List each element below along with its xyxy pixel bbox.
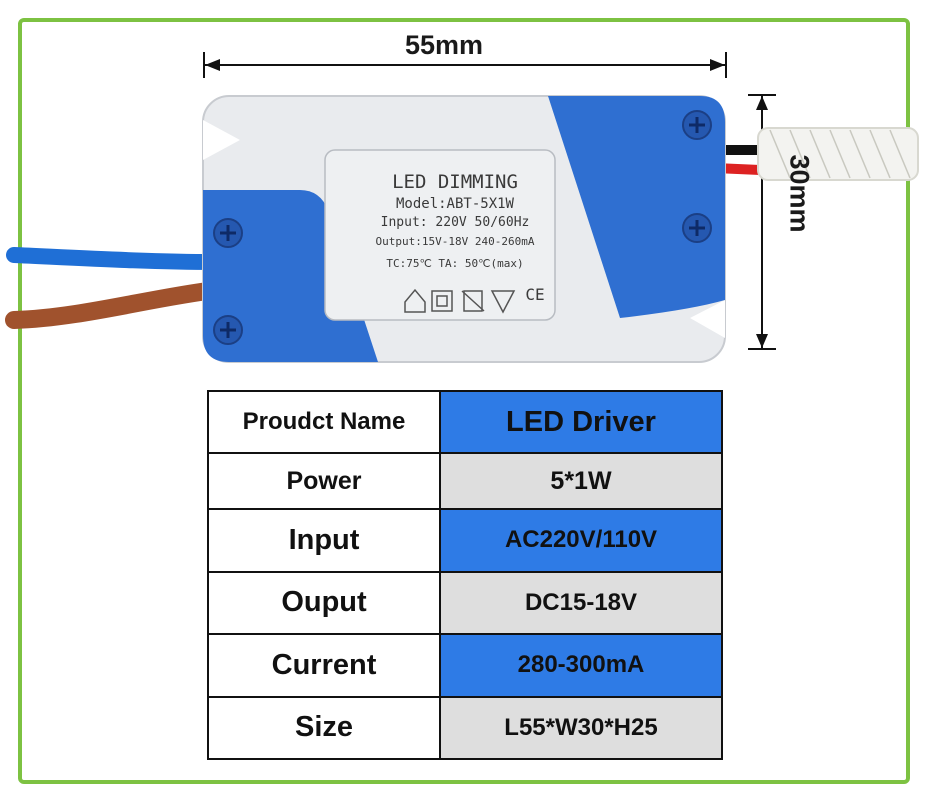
device-label-text: LED DIMMING Model:ABT-5X1W Input: 220V 5… bbox=[376, 171, 545, 304]
led-driver-photo: LED DIMMING Model:ABT-5X1W Input: 220V 5… bbox=[5, 52, 919, 363]
device-label-line4: Output:15V-18V 240-260mA bbox=[376, 235, 535, 248]
spec-value: LED Driver bbox=[439, 389, 723, 455]
table-row: Current 280-300mA bbox=[207, 633, 723, 698]
spec-value: 5*1W bbox=[439, 452, 723, 511]
device-label-line1: LED DIMMING bbox=[392, 171, 518, 193]
table-row: Power 5*1W bbox=[207, 452, 723, 511]
width-dimension-label: 55mm bbox=[405, 30, 484, 60]
spec-value: DC15-18V bbox=[439, 570, 723, 636]
spec-value: AC220V/110V bbox=[439, 508, 723, 573]
width-dimension-arrow bbox=[203, 52, 727, 78]
output-cable bbox=[714, 127, 919, 181]
device-label-line5: TC:75℃ TA: 50℃(max) bbox=[386, 257, 523, 270]
spec-label: Input bbox=[207, 508, 441, 573]
table-row: Proudct Name LED Driver bbox=[207, 389, 723, 455]
spec-value: 280-300mA bbox=[439, 633, 723, 698]
driver-casing bbox=[202, 95, 726, 363]
table-row: Ouput DC15-18V bbox=[207, 570, 723, 636]
table-row: Input AC220V/110V bbox=[207, 508, 723, 573]
spec-value: L55*W30*H25 bbox=[439, 695, 723, 761]
table-row: Size L55*W30*H25 bbox=[207, 695, 723, 761]
spec-table: Proudct Name LED Driver Power 5*1W Input… bbox=[207, 389, 723, 761]
spec-label: Power bbox=[207, 452, 441, 511]
spec-label: Size bbox=[207, 695, 441, 761]
certification-symbols bbox=[404, 288, 516, 314]
height-dimension-label: 30mm bbox=[784, 154, 815, 233]
input-wires bbox=[5, 247, 224, 329]
green-border-frame bbox=[18, 18, 910, 784]
spec-label: Ouput bbox=[207, 570, 441, 636]
device-label-line3: Input: 220V 50/60Hz bbox=[381, 215, 530, 230]
device-label-line2: Model:ABT-5X1W bbox=[396, 196, 515, 212]
ce-mark: CE bbox=[525, 285, 544, 304]
spec-label: Proudct Name bbox=[207, 389, 441, 455]
spec-label: Current bbox=[207, 633, 441, 698]
